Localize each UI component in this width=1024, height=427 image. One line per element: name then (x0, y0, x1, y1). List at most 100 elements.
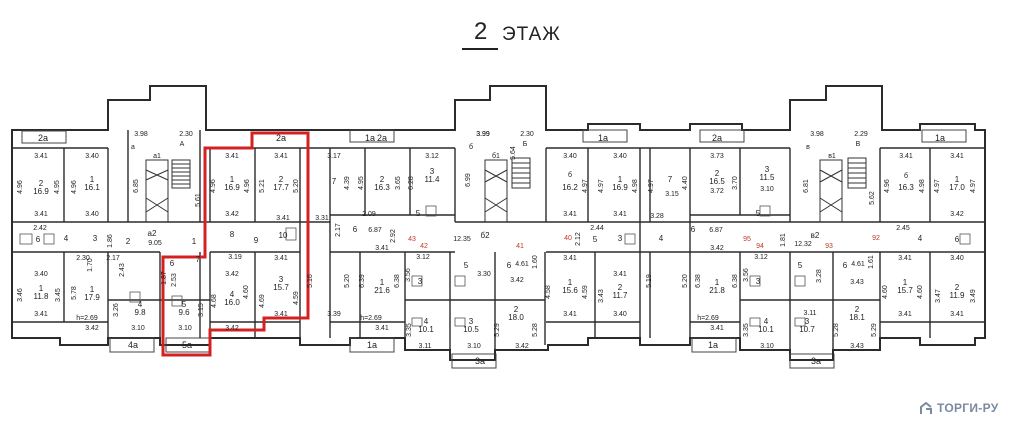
plan-label: 3.98 (134, 131, 148, 138)
plan-label: 2.29 (854, 131, 868, 138)
plan-label: 1.86 (107, 234, 114, 248)
plan-label: в (806, 144, 810, 151)
plan-label: 5.78 (71, 286, 78, 300)
plan-label: 1 (90, 175, 95, 184)
plan-label: 3.46 (17, 288, 24, 302)
plan-label: 3.41 (375, 325, 389, 332)
plan-label: 3.30 (477, 271, 491, 278)
stair-cores (145, 157, 867, 223)
watermark: ТОРГИ-РУ (918, 399, 999, 417)
plan-label: 4.61 (515, 261, 529, 268)
plan-label: 2.42 (33, 225, 47, 232)
plan-label: 3.26 (113, 303, 120, 317)
plan-label: 1 (715, 278, 720, 287)
plan-label: 3.11 (418, 343, 431, 350)
floor-word: ЭТАЖ (502, 24, 561, 45)
torgi-logo-icon (920, 401, 932, 414)
balconies (21, 129, 967, 369)
plan-label: 3а (475, 356, 485, 366)
plan-label: 4 (138, 300, 143, 309)
building-outline (11, 85, 986, 361)
plan-label: б (904, 172, 908, 180)
plan-label: 11.4 (425, 175, 441, 184)
plan-label: 6.38 (732, 274, 739, 288)
plan-label: 18.0 (508, 313, 524, 322)
plan-label: 4.60 (882, 285, 889, 299)
plan-label: 3.40 (613, 311, 627, 318)
plan-label: 4 (64, 234, 69, 243)
plan-label: 40 (564, 235, 572, 242)
plan-label: 3.41 (899, 153, 913, 160)
plan-label: 3.35 (406, 323, 413, 337)
plan-label: 16.5 (709, 177, 725, 186)
plan-label: 4 (659, 234, 664, 243)
plan-label: 3.40 (85, 153, 99, 160)
plan-label: 4.96 (17, 180, 24, 194)
plan-label: 6.85 (133, 179, 140, 193)
plan-label: б1 (492, 152, 500, 160)
plan-label: 3.40 (613, 153, 627, 160)
plan-label: 1а (367, 340, 377, 350)
plan-label: 1а (365, 133, 375, 143)
plan-label: 16.2 (562, 183, 578, 192)
plan-label: 3.28 (816, 269, 823, 283)
plan-label: 6.87 (368, 227, 382, 234)
plan-label: 1 (230, 175, 235, 184)
plan-label: 5 (756, 209, 761, 218)
plan-label: 6 (507, 261, 512, 270)
plan-label: 2.44 (590, 225, 604, 232)
plan-label: 3 (430, 167, 435, 176)
plan-label: 3 (469, 317, 474, 326)
plan-label: 3.41 (563, 211, 577, 218)
plan-label: 2 (715, 169, 720, 178)
plan-label: 5.61 (195, 193, 202, 207)
plan-label: 9.8 (134, 308, 146, 317)
plan-label: 5 (798, 261, 803, 270)
plan-label: 7 (668, 175, 673, 184)
plan-label: 4.68 (211, 294, 218, 308)
plan-label: 10.1 (758, 325, 774, 334)
plan-label: 17.0 (949, 183, 965, 192)
plan-label: 3.41 (710, 325, 724, 332)
plan-label: 1.70 (87, 258, 94, 272)
plan-label: 3.10 (760, 343, 774, 350)
plan-label: 3.41 (34, 311, 48, 318)
plan-label: 3.41 (563, 311, 577, 318)
plan-label: 2 (955, 283, 960, 292)
plan-label: 11.9 (950, 291, 966, 300)
plan-label: 3.41 (613, 271, 627, 278)
plan-label: a2 (148, 229, 157, 238)
plan-label: 9 (254, 236, 259, 245)
plan-label: 1.81 (780, 233, 787, 247)
plan-label: 10 (279, 231, 288, 240)
plan-label: 2.17 (106, 255, 120, 262)
plan-label: 3.42 (225, 271, 239, 278)
plan-label: 3.41 (274, 255, 288, 262)
interior-walls (12, 130, 985, 360)
plan-label: 16.9 (33, 187, 49, 196)
plan-label: 7 (196, 255, 201, 264)
plan-label: 2 (39, 179, 44, 188)
plan-label: 3.42 (515, 343, 529, 350)
plan-label: 2.45 (896, 225, 910, 232)
plan-label: 94 (756, 243, 764, 250)
plan-label: 5.19 (646, 274, 653, 288)
plan-label: 4.97 (582, 179, 589, 193)
plan-label: 4.96 (210, 179, 217, 193)
plan-label: 2 (126, 237, 131, 246)
plan-label: 3.19 (228, 254, 242, 261)
plan-label: 3.42 (950, 211, 964, 218)
plan-label: 3.15 (198, 303, 205, 317)
plan-label: 3.12 (425, 153, 439, 160)
plan-label: 2 (279, 175, 284, 184)
plan-label: 1а (708, 340, 718, 350)
plan-label: В (856, 141, 861, 148)
plan-label: 6 (691, 225, 696, 234)
plan-label: 21.8 (709, 286, 725, 295)
plan-label: 3 (805, 317, 810, 326)
plan-label: 43 (408, 236, 416, 243)
plan-label: 3.70 (732, 176, 739, 190)
plan-label: 3.41 (34, 153, 48, 160)
